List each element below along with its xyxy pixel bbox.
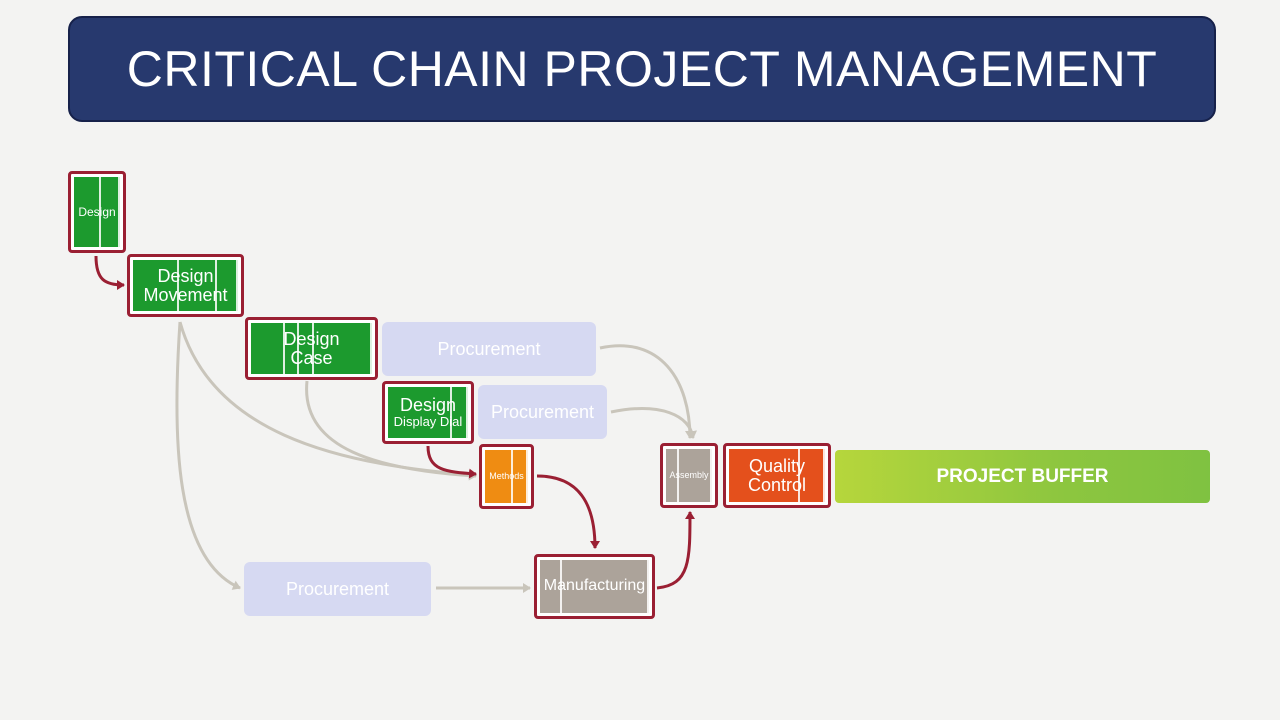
task-design-display-dial-line2: Display Dial [393, 414, 463, 430]
task-design-case-line2: Case [290, 347, 333, 368]
task-methods[interactable]: Methods [479, 444, 534, 509]
task-manufacturing[interactable]: Manufacturing [534, 554, 655, 619]
feeding-arrow [599, 344, 695, 439]
task-design-display-dial-line1: Design [399, 395, 457, 416]
task-design[interactable]: Design [68, 171, 126, 253]
task-design-movement[interactable]: Design Movement [127, 254, 244, 317]
project-buffer[interactable]: PROJECT BUFFER [835, 450, 1210, 503]
critical-arrow [536, 474, 600, 549]
procurement-task[interactable]: Procurement [244, 562, 431, 616]
title-banner: CRITICAL CHAIN PROJECT MANAGEMENT [68, 16, 1216, 122]
feeding-arrow [610, 407, 698, 439]
task-assembly-label: Assembly [669, 469, 709, 480]
critical-arrow [426, 445, 477, 479]
task-manufacturing-label: Manufacturing [543, 577, 646, 595]
procurement-label: Procurement [437, 338, 541, 359]
task-quality-control-line2: Control [747, 474, 807, 495]
task-quality-control[interactable]: Quality Control [723, 443, 831, 508]
page-title: CRITICAL CHAIN PROJECT MANAGEMENT [126, 41, 1158, 97]
task-design-case-line1: Design [283, 328, 340, 349]
procurement-label: Procurement [490, 401, 595, 422]
task-design-movement-line2: Movement [143, 284, 228, 305]
critical-arrow [656, 511, 695, 590]
task-design-display-dial[interactable]: Design Display Dial [382, 381, 474, 444]
task-design-movement-line1: Design [157, 265, 214, 286]
procurement-label: Procurement [285, 578, 390, 599]
task-quality-control-line1: Quality [748, 455, 806, 476]
task-assembly[interactable]: Assembly [660, 443, 718, 508]
critical-arrow [94, 255, 125, 290]
task-design-label: Design [78, 204, 116, 219]
feeding-arrow [175, 321, 241, 590]
project-buffer-label: PROJECT BUFFER [936, 465, 1109, 487]
feeding-arrow [305, 380, 477, 481]
procurement-task[interactable]: Procurement [478, 385, 607, 439]
task-methods-label: Methods [489, 470, 524, 481]
task-design-case[interactable]: Design Case [245, 317, 378, 380]
procurement-task[interactable]: Procurement [382, 322, 596, 376]
